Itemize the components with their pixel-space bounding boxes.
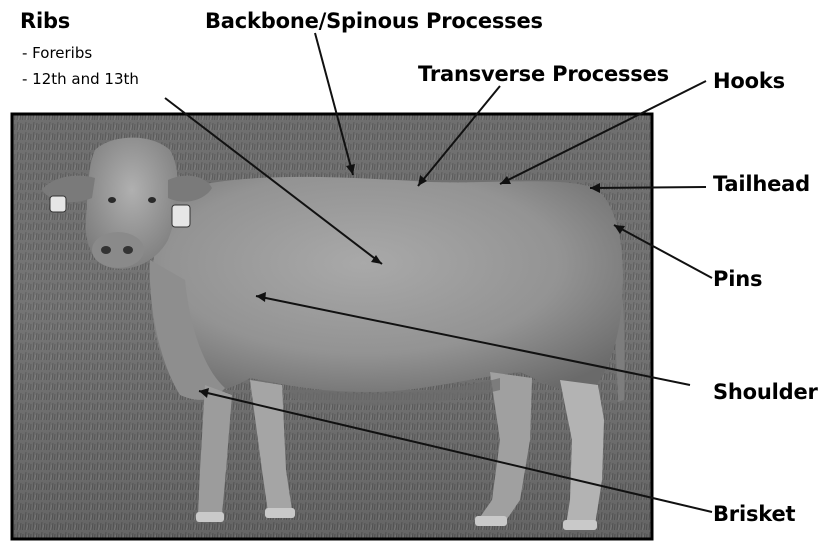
ribs-label: Ribs — [20, 11, 70, 32]
transverse-label: Transverse Processes — [418, 64, 669, 85]
ribs-sublabel-12th-13th: - 12th and 13th — [22, 72, 139, 87]
ribs-sublabel-foreribs: - Foreribs — [22, 46, 92, 61]
tailhead-label: Tailhead — [713, 174, 810, 195]
backbone-label: Backbone/Spinous Processes — [205, 11, 543, 32]
shoulder-label: Shoulder — [713, 382, 818, 403]
pins-label: Pins — [713, 269, 762, 290]
brisket-label: Brisket — [713, 504, 795, 525]
hooks-label: Hooks — [713, 71, 785, 92]
tailhead-leader-line — [590, 187, 706, 188]
